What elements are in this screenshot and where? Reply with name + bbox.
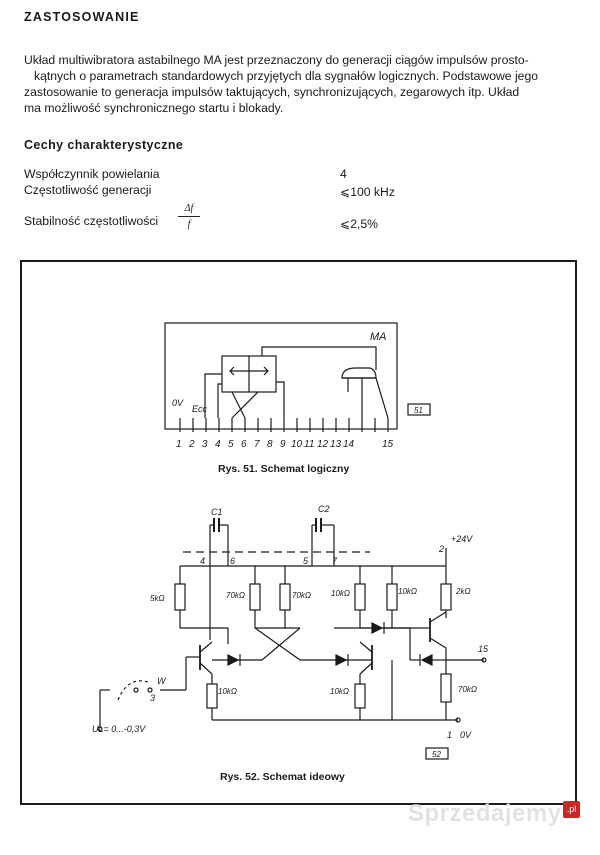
switch-label: W [157,676,167,686]
r6-label: 2kΩ [455,587,471,596]
pin-label: 6 [241,439,247,450]
pin5-label: 5 [303,556,309,566]
pin-label: 14 [343,439,355,450]
output-stage-symbol [341,367,377,379]
pin-label: 7 [254,439,260,450]
figure-frame [20,260,577,805]
r4-label: 10kΩ [331,589,350,598]
figure51-number-box [407,403,431,416]
features-heading: Cechy charakterystyczne [24,138,184,152]
spec-value-multiplication: 4 [340,167,347,181]
fraction-denominator: f [187,219,191,230]
pin-label: 11 [304,439,314,450]
spec-value-stability: ⩽2,5% [340,217,378,231]
r2-label: 70kΩ [226,591,245,600]
spec-label-stability: Stabilność częstotliwości [24,214,159,228]
pin2-label: 2 [438,544,444,554]
pin15-label: 15 [478,644,489,654]
ma-block [164,322,398,430]
r3-label: 70kΩ [292,591,311,600]
c1-label: C1 [211,507,223,517]
pin3-label: 3 [150,693,155,703]
ground-label: 0V [172,398,184,408]
watermark-badge: .pl [563,801,580,818]
figure52-number: 52 [432,750,441,759]
pin-label: 5 [228,439,234,450]
pin7-label: 7 [332,556,338,566]
fraction-bar [178,216,200,217]
r8-label: 10kΩ [330,687,349,696]
pin-label: 2 [188,439,195,450]
ground-0v-label: 0V [460,730,472,740]
fraction-numerator: Δf [184,203,194,214]
pin-label: 1 [176,439,182,450]
pin-label: 4 [215,439,221,450]
r7-label: 10kΩ [218,687,237,696]
stability-fraction: Δf f [178,203,200,239]
pin-stubs [179,418,389,432]
r1-label: 5kΩ [150,594,165,603]
figure51-number: 51 [414,406,423,415]
pin-label: 8 [267,439,273,450]
supply-24v-label: +24V [451,534,473,544]
c2-label: C2 [318,504,330,514]
pin-label: 10 [291,439,303,450]
ma-label: MA [370,331,387,343]
figure52-schematic [97,518,487,760]
pin-label: 12 [317,439,329,450]
intro-line: kątnych o parametrach standardowych przy… [34,69,539,83]
figure52-number-box [425,747,449,760]
figure52-caption: Rys. 52. Schemat ideowy [220,771,345,783]
intro-line: ma możliwość synchronicznego startu i bl… [24,101,284,115]
spec-value-frequency: ⩽100 kHz [340,185,395,199]
input-voltage-label: UL= 0...-0,3V [92,724,146,734]
intro-paragraph: Układ multiwibratora astabilnego MA jest… [24,52,580,116]
supply-label: Ecc [192,404,208,414]
pin6-label: 6 [230,556,235,566]
figure51-logic-diagram [164,322,398,432]
figure51-caption: Rys. 51. Schemat logiczny [218,463,349,475]
spec-label-frequency: Częstotliwość generacji [24,183,152,197]
spec-label-multiplication: Współczynnik powielania [24,167,160,181]
pin-label: 13 [330,439,342,450]
pin4-label: 4 [200,556,205,566]
watermark: Sprzedajemy [408,800,562,827]
section-heading: ZASTOSOWANIE [24,10,140,24]
pin-label: 15 [382,439,394,450]
intro-line: zastosowanie to generacja impulsów taktu… [24,85,520,99]
r9-label: 70kΩ [458,685,477,694]
pin-labels: 1 2 3 4 5 6 7 8 9 10 11 12 13 14 15 [176,439,394,450]
r5-label: 10kΩ [398,587,417,596]
pin-label: 9 [280,439,286,450]
ground-pin-label: 1 [447,730,452,740]
intro-line: Układ multiwibratora astabilnego MA jest… [24,53,529,67]
pin-label: 3 [202,439,208,450]
